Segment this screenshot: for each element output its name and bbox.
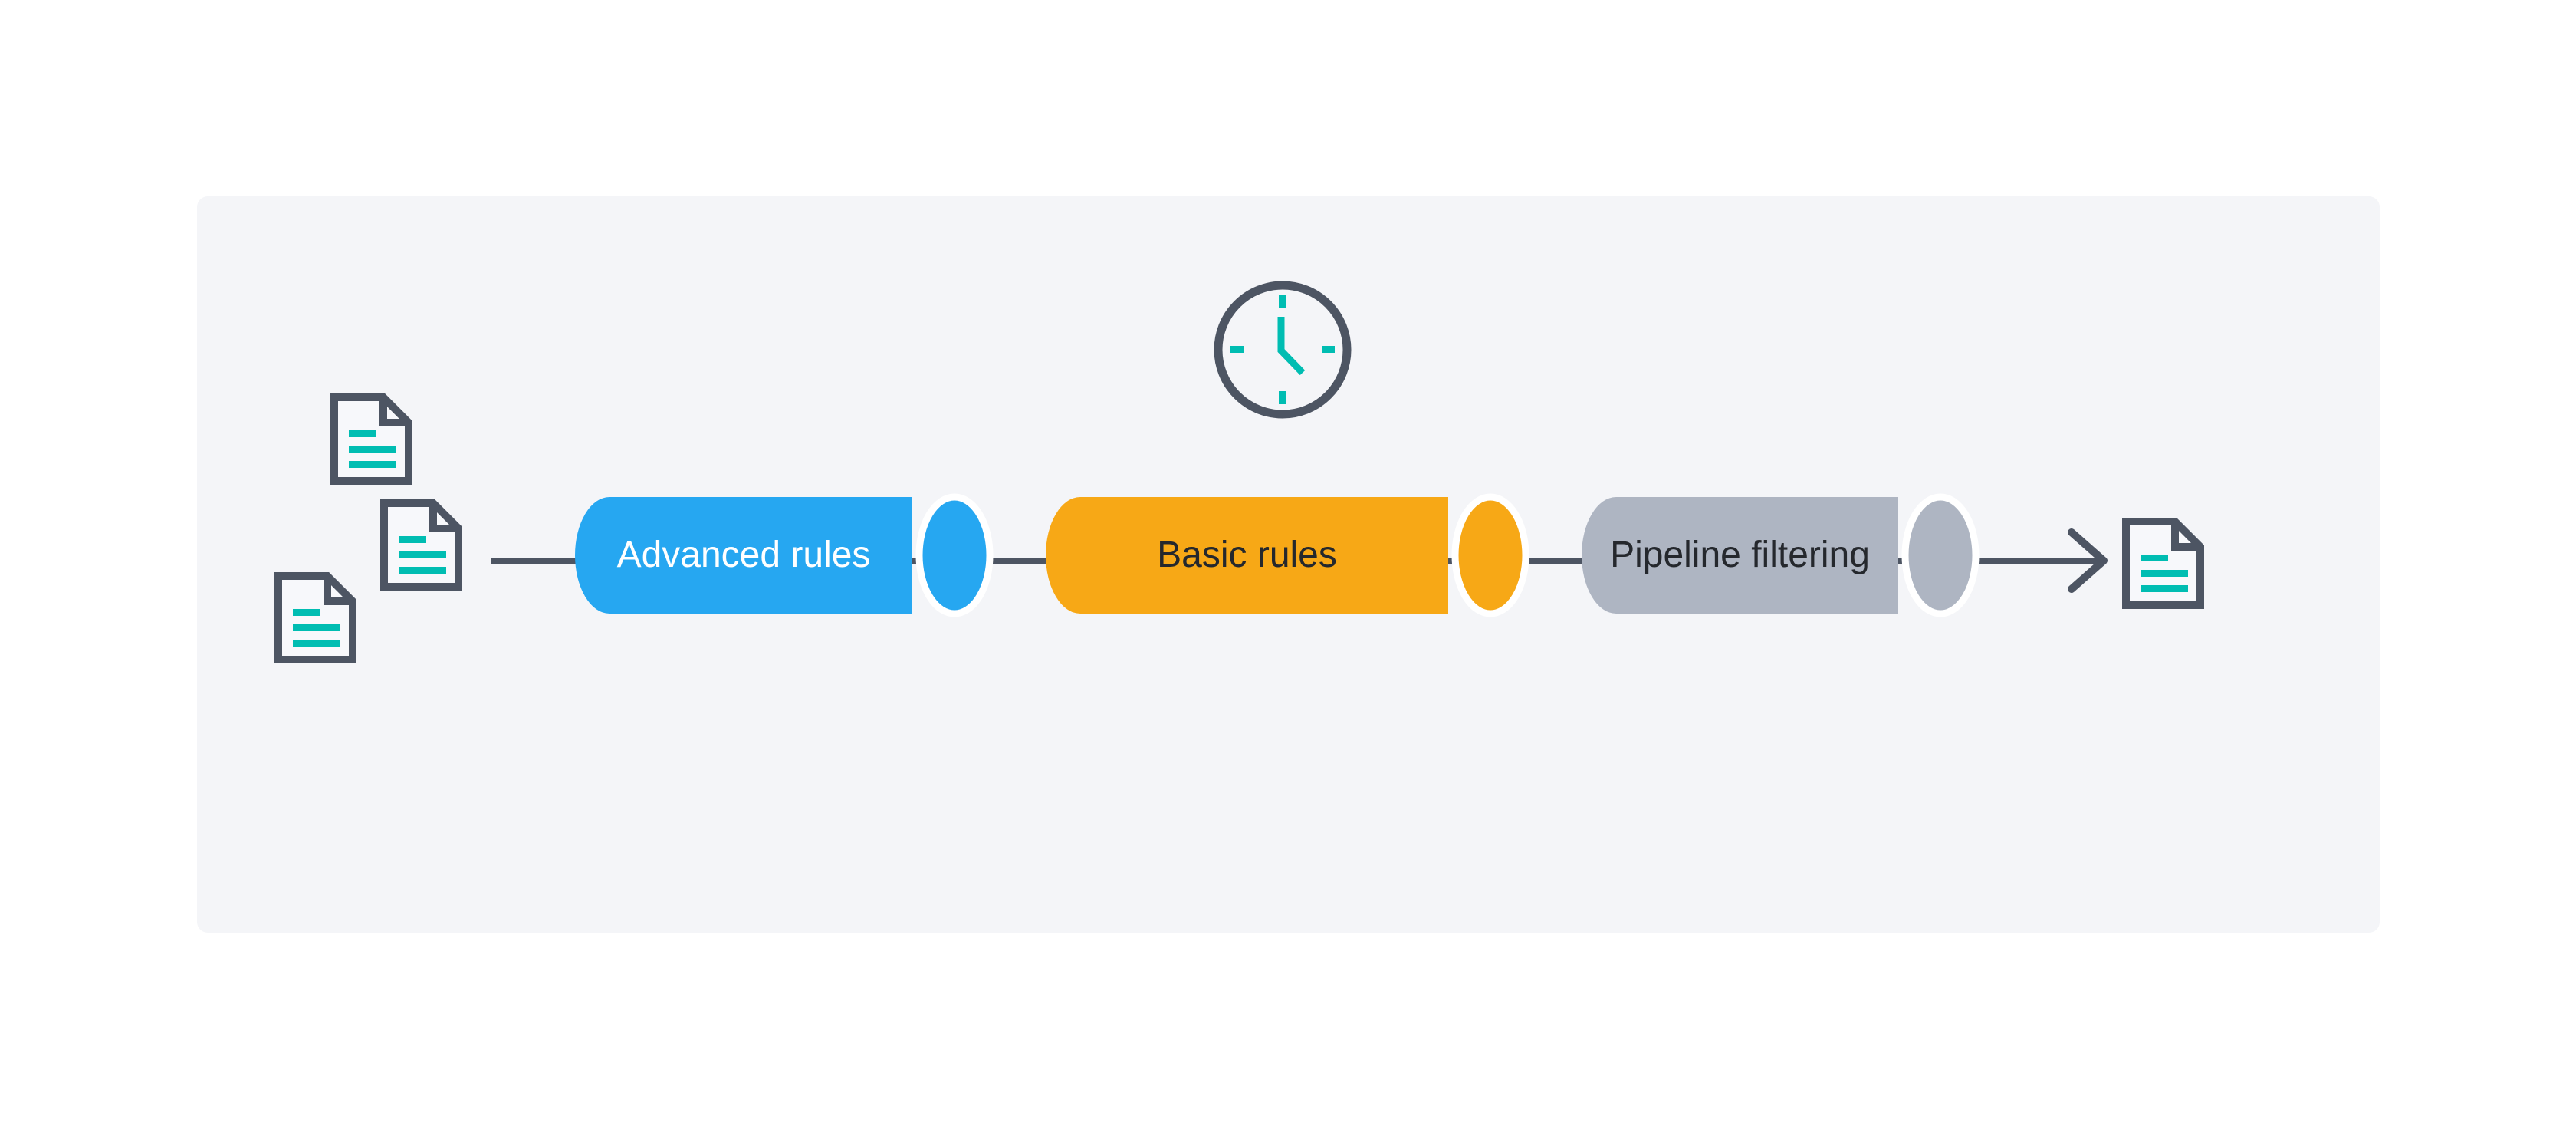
document-icon — [380, 499, 462, 591]
document-fold — [2171, 522, 2200, 551]
cylinder-body — [575, 497, 912, 614]
clock-ring — [1214, 281, 1352, 419]
document-icon — [330, 393, 412, 485]
clock-tick-9 — [1230, 346, 1244, 353]
cylinder-cap — [1451, 493, 1530, 617]
stage-cylinder-advanced-rules — [575, 493, 994, 617]
document-icon — [274, 572, 356, 663]
document-outline — [330, 393, 412, 485]
document-text-line — [293, 609, 320, 616]
document-text-line — [399, 567, 446, 574]
document-text-line — [2141, 570, 2188, 577]
stage-label-basic-rules: Basic rules — [1157, 535, 1337, 575]
document-outline — [380, 499, 462, 591]
arrow-right-icon — [2068, 528, 2108, 593]
stage-label-pipeline-filtering: Pipeline filtering — [1610, 535, 1870, 575]
cylinder-cap — [915, 493, 994, 617]
document-text-line — [349, 461, 396, 468]
document-text-line — [399, 551, 446, 558]
document-text-line — [2141, 585, 2188, 592]
document-text-line — [349, 430, 376, 437]
cylinder-cap — [1901, 493, 1980, 617]
document-fold — [380, 397, 409, 426]
clock-tick-12 — [1279, 295, 1286, 308]
stage-cylinder-pipeline-filtering — [1582, 493, 1980, 617]
document-text-line — [399, 536, 426, 543]
clock-tick-6 — [1279, 391, 1286, 404]
document-outline — [274, 572, 356, 663]
diagram-panel: Advanced rules Basic rules Pipeline filt… — [197, 196, 2380, 933]
document-text-line — [349, 446, 396, 453]
stage-cylinder-basic-rules — [1046, 493, 1530, 617]
cylinder-body — [1046, 497, 1448, 614]
stage-label-advanced-rules: Advanced rules — [616, 535, 871, 575]
clock-tick-3 — [1322, 346, 1335, 353]
document-text-line — [293, 624, 340, 631]
cylinder-body — [1582, 497, 1898, 614]
clock-icon — [1214, 281, 1352, 419]
document-fold — [324, 576, 353, 605]
document-text-line — [293, 640, 340, 647]
document-fold — [429, 503, 458, 532]
document-icon — [2122, 518, 2204, 609]
document-outline — [2122, 518, 2204, 609]
document-text-line — [2141, 555, 2168, 561]
arrow-head — [2068, 528, 2108, 593]
clock-hands — [1277, 317, 1306, 376]
